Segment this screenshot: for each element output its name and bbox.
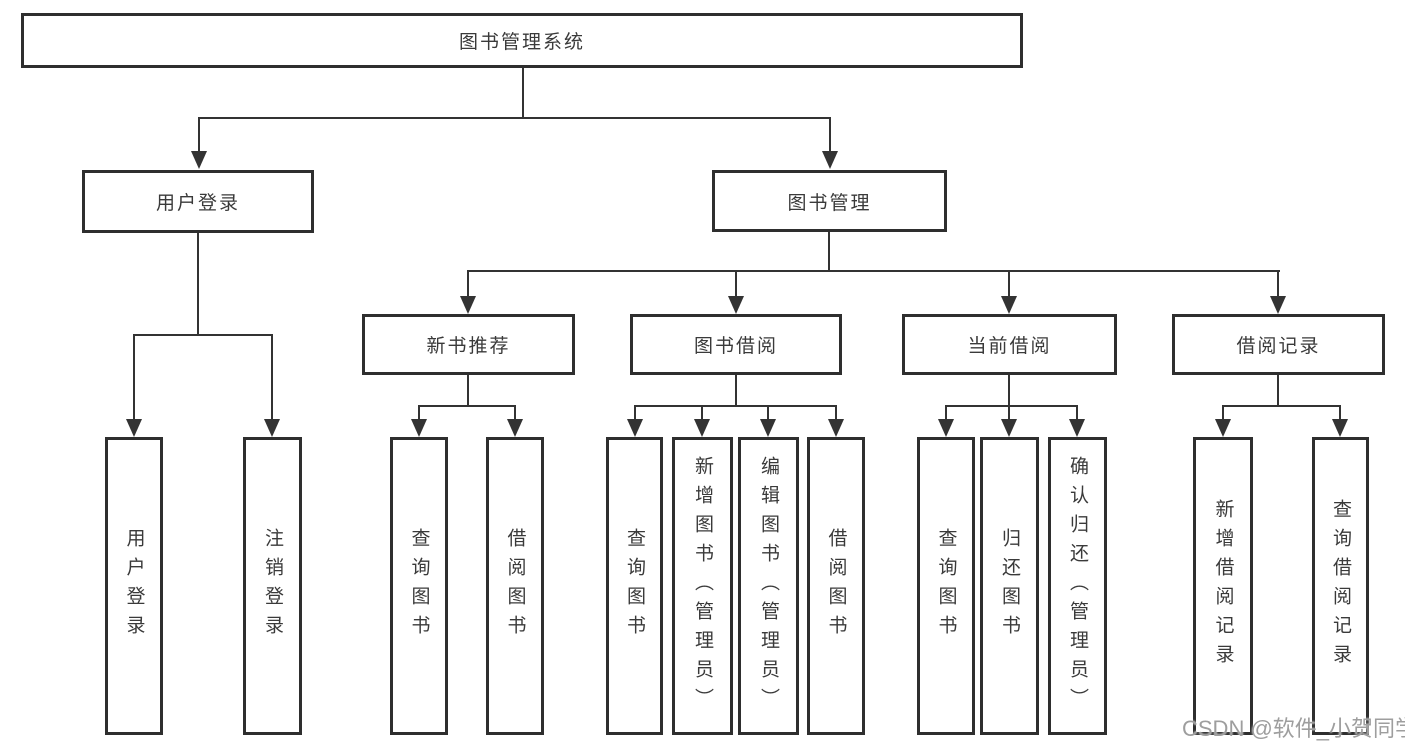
connector-line: [767, 405, 769, 420]
connector-line: [1277, 375, 1279, 407]
node-label: 当前借阅: [967, 336, 1052, 357]
node-label: 图书借阅: [693, 336, 778, 357]
arrow-down-icon: [627, 419, 643, 437]
connector-line: [1076, 405, 1078, 420]
node-label: 注销登录: [262, 528, 283, 644]
arrow-down-icon: [1215, 419, 1231, 437]
connector-line: [829, 117, 831, 153]
connector-line: [1008, 405, 1010, 420]
connector-line: [1008, 375, 1010, 407]
arrow-down-icon: [828, 419, 844, 437]
leaf-add-books-admin: 新增图书（管理员）: [672, 437, 733, 735]
connector-line: [133, 334, 273, 336]
connector-line: [945, 405, 947, 420]
node-new-book-recommend: 新书推荐: [362, 314, 575, 375]
connector-line: [828, 232, 830, 272]
leaf-query-books-2: 查询图书: [606, 437, 663, 735]
node-label: 借阅图书: [504, 528, 526, 644]
connector-line: [133, 334, 135, 420]
arrow-down-icon: [1270, 296, 1286, 314]
connector-line: [418, 405, 516, 407]
node-label: 查询借阅记录: [1330, 499, 1351, 673]
connector-line: [1339, 405, 1341, 420]
connector-line: [1277, 270, 1279, 298]
connector-line: [634, 405, 636, 420]
node-current-borrowing: 当前借阅: [902, 314, 1117, 375]
node-book-management: 图书管理: [712, 170, 947, 232]
connector-line: [467, 375, 469, 407]
node-label: 编辑图书（管理员）: [758, 455, 779, 717]
leaf-logout: 注销登录: [243, 437, 302, 735]
connector-line: [945, 405, 1078, 407]
arrow-down-icon: [1001, 296, 1017, 314]
node-label: 图书管理系统: [458, 32, 585, 53]
arrow-down-icon: [694, 419, 710, 437]
connector-line: [514, 405, 516, 420]
arrow-down-icon: [191, 151, 207, 169]
node-label: 用户登录: [155, 193, 240, 214]
connector-line: [835, 405, 837, 420]
node-label: 新书推荐: [426, 336, 511, 357]
connector-line: [634, 405, 837, 407]
leaf-user-login: 用户登录: [105, 437, 163, 735]
node-book-borrowing: 图书借阅: [630, 314, 842, 375]
node-library-system: 图书管理系统: [21, 13, 1023, 68]
node-label: 图书管理: [787, 192, 872, 214]
leaf-borrow-books-1: 借阅图书: [486, 437, 544, 735]
node-label: 借阅图书: [825, 528, 847, 644]
arrow-down-icon: [507, 419, 523, 437]
arrow-down-icon: [938, 419, 954, 437]
leaf-add-borrow-record: 新增借阅记录: [1193, 437, 1253, 735]
node-label: 借阅记录: [1236, 336, 1321, 357]
arrow-down-icon: [1069, 419, 1085, 437]
leaf-return-books: 归还图书: [980, 437, 1039, 735]
connector-line: [198, 117, 200, 153]
leaf-query-books-3: 查询图书: [917, 437, 975, 735]
arrow-down-icon: [264, 419, 280, 437]
connector-line: [701, 405, 703, 420]
node-label: 归还图书: [999, 528, 1020, 644]
node-label: 新增借阅记录: [1212, 499, 1234, 673]
connector-line: [467, 270, 1280, 272]
arrow-down-icon: [411, 419, 427, 437]
arrow-down-icon: [1001, 419, 1017, 437]
connector-line: [735, 270, 737, 298]
leaf-borrow-books-2: 借阅图书: [807, 437, 865, 735]
node-label: 新增图书（管理员）: [692, 455, 713, 717]
leaf-confirm-return-admin: 确认归还（管理员）: [1048, 437, 1107, 735]
connector-line: [197, 233, 199, 336]
arrow-down-icon: [822, 151, 838, 169]
arrow-down-icon: [760, 419, 776, 437]
node-label: 查询图书: [935, 528, 957, 644]
connector-line: [198, 117, 831, 119]
connector-line: [1008, 270, 1010, 298]
connector-line: [522, 68, 524, 118]
arrow-down-icon: [126, 419, 142, 437]
node-label: 查询图书: [624, 528, 645, 644]
node-borrow-records: 借阅记录: [1172, 314, 1385, 375]
connector-line: [271, 334, 273, 420]
arrow-down-icon: [460, 296, 476, 314]
connector-line: [418, 405, 420, 420]
arrow-down-icon: [728, 296, 744, 314]
arrow-down-icon: [1332, 419, 1348, 437]
connector-line: [467, 270, 469, 298]
leaf-query-books-1: 查询图书: [390, 437, 448, 735]
leaf-edit-books-admin: 编辑图书（管理员）: [738, 437, 799, 735]
connector-line: [1222, 405, 1341, 407]
node-user-login: 用户登录: [82, 170, 314, 233]
node-label: 查询图书: [408, 528, 430, 644]
watermark: CSDN @软件_小贺同学: [1182, 716, 1405, 741]
node-label: 确认归还（管理员）: [1067, 455, 1088, 717]
leaf-query-borrow-record: 查询借阅记录: [1312, 437, 1369, 735]
connector-line: [735, 375, 737, 407]
connector-line: [1222, 405, 1224, 420]
node-label: 用户登录: [123, 528, 145, 644]
